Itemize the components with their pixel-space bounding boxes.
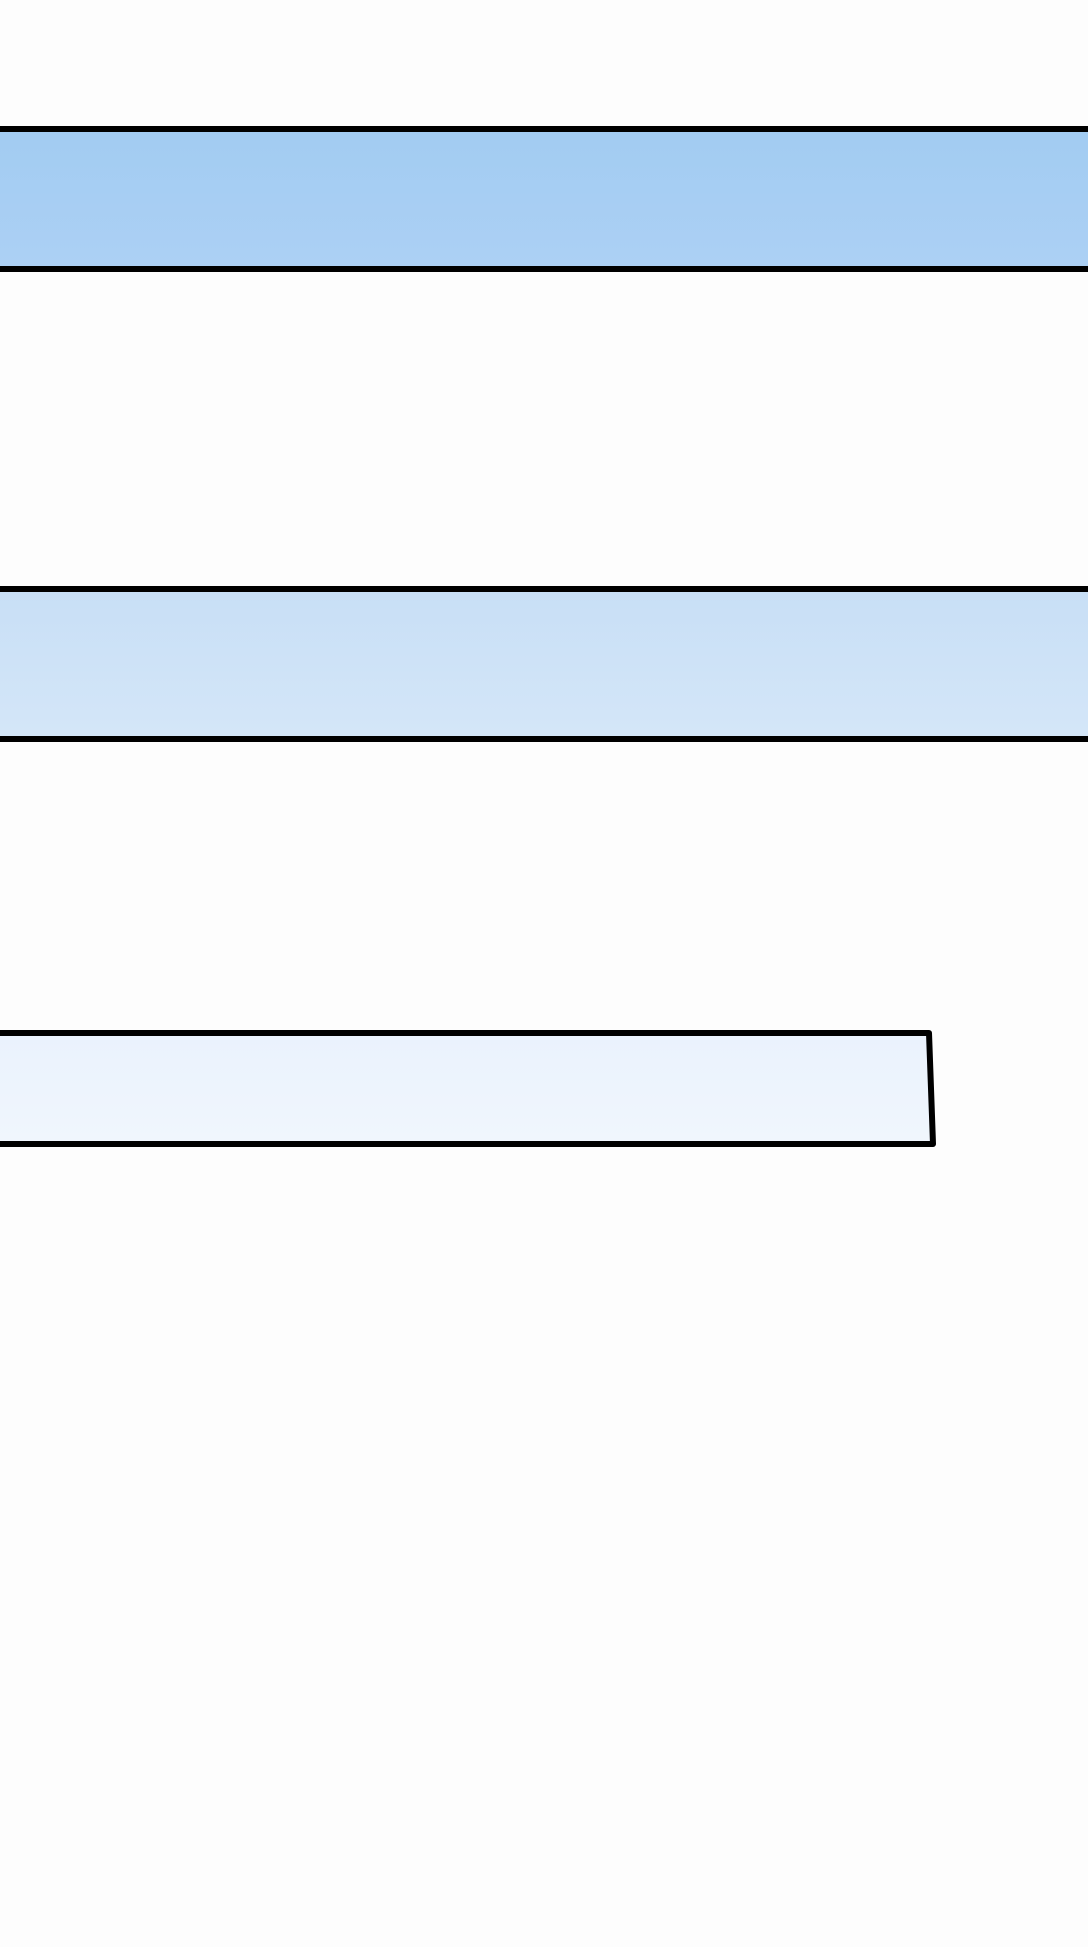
- light-band-bottom-svg: [0, 1030, 936, 1147]
- blue-band-top: [0, 126, 1088, 272]
- light-band-bottom: [0, 1030, 936, 1147]
- blue-band-middle: [0, 586, 1088, 742]
